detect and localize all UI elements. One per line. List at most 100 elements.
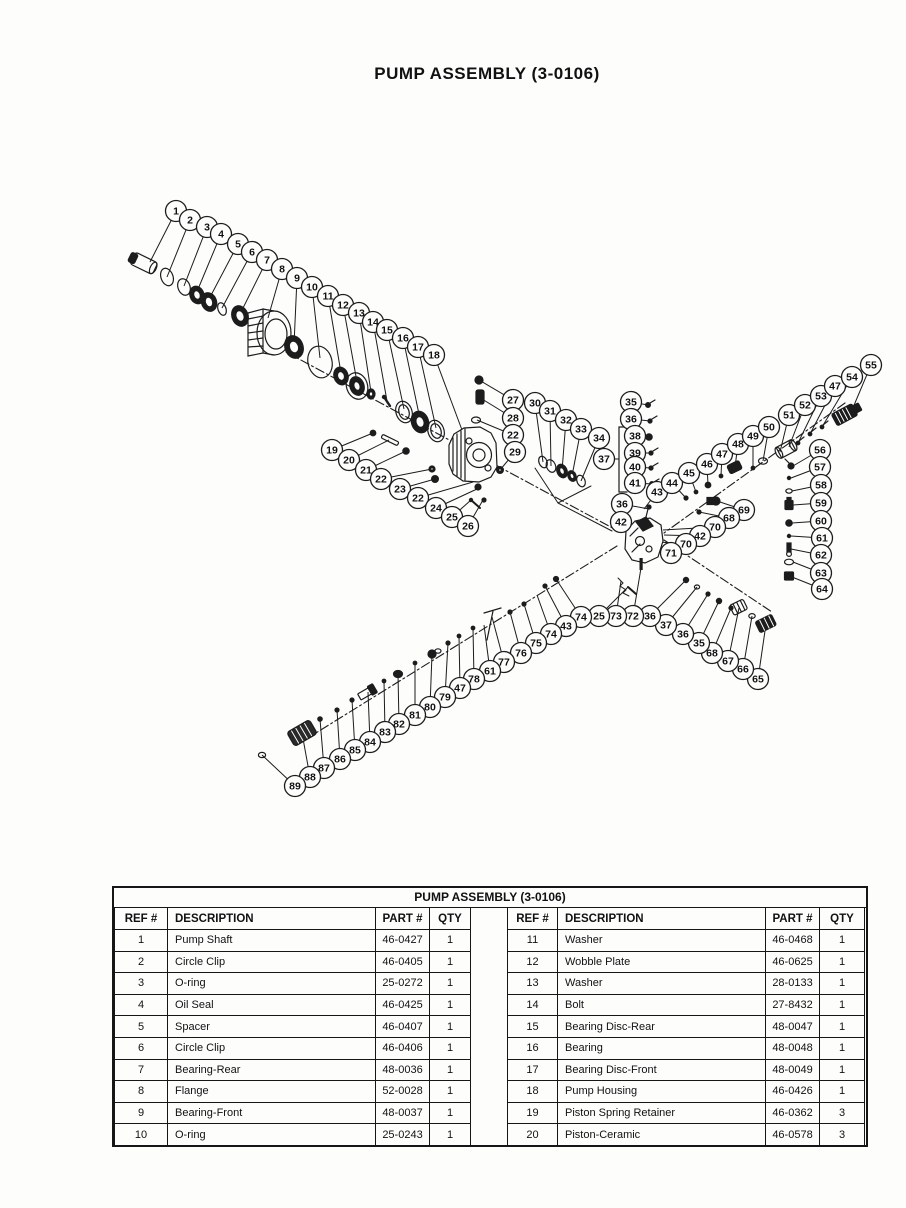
balloon-number-47: 47 xyxy=(829,381,841,393)
balloon-number-35: 35 xyxy=(625,397,637,409)
balloon-number-37: 37 xyxy=(660,620,672,632)
balloon-number-34: 34 xyxy=(593,433,605,445)
part-wobble-plate xyxy=(345,372,369,400)
ref-cell: 16 xyxy=(507,1036,558,1060)
part-ring89 xyxy=(257,751,267,759)
balloon-number-56: 56 xyxy=(814,445,826,457)
part-circle-clip2 xyxy=(217,302,227,316)
part-washer11 xyxy=(333,366,349,386)
qty-cell: 1 xyxy=(819,1036,865,1060)
balloon-number-41: 41 xyxy=(629,478,641,490)
balloon-18 xyxy=(422,343,446,367)
description-cell: Wobble Plate xyxy=(557,950,766,974)
column-header: PART # xyxy=(375,907,430,930)
part-number-cell: 46-0407 xyxy=(375,1015,430,1038)
balloon-50 xyxy=(757,415,781,439)
part-number-cell: 48-0048 xyxy=(765,1036,820,1060)
balloon-number-70: 70 xyxy=(680,539,692,551)
part-pin19 xyxy=(369,429,377,437)
ref-cell: 2 xyxy=(114,950,168,974)
part-number-cell: 46-0406 xyxy=(375,1036,430,1060)
balloon-number-78: 78 xyxy=(468,674,480,686)
balloon-number-17: 17 xyxy=(412,342,424,354)
part-nut29 xyxy=(496,466,505,475)
description-cell: Washer xyxy=(557,972,766,995)
balloon-45 xyxy=(677,461,701,485)
balloon-54 xyxy=(840,365,864,389)
balloon-number-18: 18 xyxy=(428,350,440,362)
part-plug55 xyxy=(831,402,863,426)
balloon-number-68: 68 xyxy=(723,513,735,525)
balloon-number-1: 1 xyxy=(173,206,179,218)
balloon-number-77: 77 xyxy=(498,657,510,669)
balloon-22 xyxy=(369,467,393,491)
part-number-cell: 52-0028 xyxy=(375,1080,430,1103)
balloon-33 xyxy=(569,417,593,441)
description-cell: Flange xyxy=(167,1080,376,1103)
ref-cell: 8 xyxy=(114,1080,168,1103)
description-cell: Circle Clip xyxy=(167,950,376,974)
balloon-number-71: 71 xyxy=(665,548,677,560)
balloon-number-37: 37 xyxy=(598,454,610,466)
balloon-34 xyxy=(587,426,611,450)
balloon-number-25: 25 xyxy=(446,512,458,524)
ref-cell: 12 xyxy=(507,950,558,974)
part-seal34 xyxy=(576,474,586,488)
balloon-number-22: 22 xyxy=(507,430,519,442)
leader-lines xyxy=(149,210,872,787)
part-manifold xyxy=(542,504,664,597)
balloon-number-24: 24 xyxy=(430,503,442,515)
part-o-ring-large xyxy=(307,345,333,379)
balloon-number-61: 61 xyxy=(484,666,496,678)
part-screws-35-41 xyxy=(644,399,660,488)
ref-cell: 14 xyxy=(507,993,558,1017)
balloon-number-33: 33 xyxy=(575,424,587,436)
leader-line-15 xyxy=(386,329,405,410)
part-pump-shaft xyxy=(127,252,158,275)
balloon-number-46: 46 xyxy=(701,459,713,471)
part-number-cell: 46-0468 xyxy=(765,929,820,952)
balloon-19 xyxy=(320,438,344,462)
leader-line-16 xyxy=(402,337,421,420)
balloon-number-60: 60 xyxy=(815,516,827,528)
parts-65-67 xyxy=(682,576,777,633)
part-number-cell: 46-0578 xyxy=(765,1123,820,1146)
part-screw84 xyxy=(357,683,378,701)
balloon-number-25: 25 xyxy=(593,611,605,623)
balloon-55 xyxy=(859,353,883,377)
balloon-number-67: 67 xyxy=(722,656,734,668)
part-number-cell: 48-0049 xyxy=(765,1058,820,1082)
balloon-number-59: 59 xyxy=(815,498,827,510)
part-number-cell: 28-0133 xyxy=(765,972,820,995)
part-cap82 xyxy=(392,669,404,679)
part-number-cell: 25-0243 xyxy=(375,1123,430,1146)
column-header: REF # xyxy=(114,907,168,930)
balloon-number-65: 65 xyxy=(752,674,764,686)
qty-cell: 1 xyxy=(429,1101,471,1125)
description-cell: Oil Seal xyxy=(167,993,376,1017)
balloon-number-3: 3 xyxy=(204,222,210,234)
balloon-number-55: 55 xyxy=(865,360,877,372)
ref-cell: 5 xyxy=(114,1015,168,1038)
balloon-number-54: 54 xyxy=(846,372,858,384)
balloon-44 xyxy=(660,471,684,495)
balloon-number-23: 23 xyxy=(394,484,406,496)
balloon-number-39: 39 xyxy=(629,448,641,460)
balloon-number-35: 35 xyxy=(693,638,705,650)
balloon-number-79: 79 xyxy=(439,692,451,704)
ref-cell: 1 xyxy=(114,929,168,952)
balloon-number-15: 15 xyxy=(381,325,393,337)
column-header: REF # xyxy=(507,907,558,930)
part-nut21 xyxy=(402,447,410,455)
part-seal33 xyxy=(567,470,577,482)
parts-table-title: PUMP ASSEMBLY (3-0106) xyxy=(114,888,866,908)
balloon-51 xyxy=(777,403,801,427)
ref-cell: 7 xyxy=(114,1058,168,1082)
balloon-number-64: 64 xyxy=(816,584,828,596)
part-rod20 xyxy=(380,434,400,446)
